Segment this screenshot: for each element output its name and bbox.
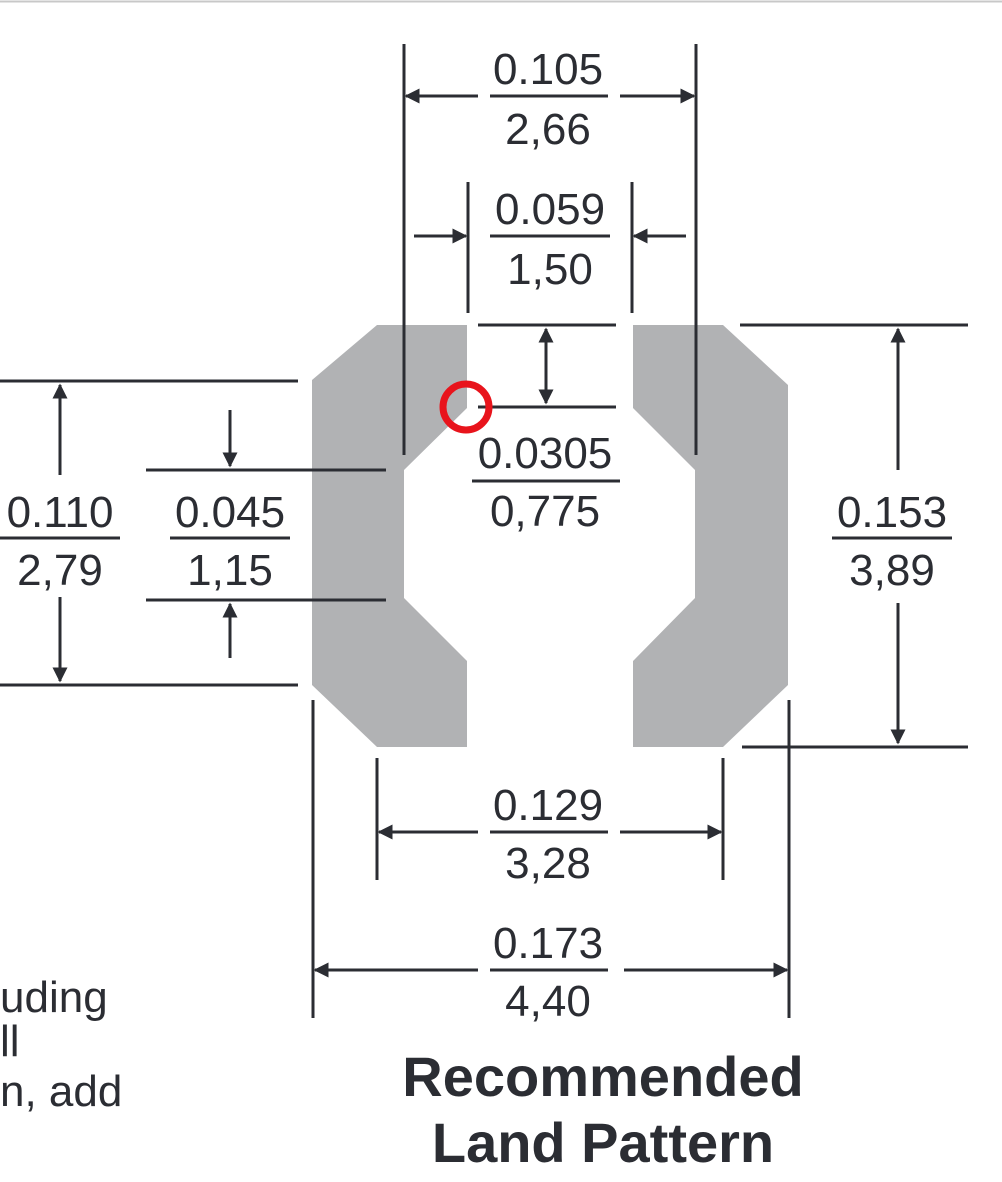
dim-0105-inch: 0.105 [493,45,603,94]
dim-0105-mm: 2,66 [505,105,591,154]
dim-0305: 0.0305 0,775 [472,323,620,536]
dim-0110-inch: 0.110 [7,488,114,537]
right-pad [633,325,788,747]
dim-0305-mm: 0,775 [490,487,600,536]
dim-0059: 0.059 1,50 [414,182,686,313]
dim-0129: 0.129 3,28 [375,758,725,888]
dim-0129-inch: 0.129 [493,781,603,830]
dim-0153-mm: 3,89 [849,546,935,595]
dim-0153-inch: 0.153 [837,488,947,537]
dim-0173-inch: 0.173 [493,919,603,968]
dim-0105: 0.105 2,66 [402,44,698,455]
dim-0059-inch: 0.059 [495,185,605,234]
side-text-3: n, add [0,1067,122,1116]
title-line-1: Recommended [402,1045,803,1108]
dim-0305-inch: 0.0305 [478,429,613,478]
dim-0173-mm: 4,40 [505,977,591,1026]
highlight-marker [439,380,493,434]
dim-0129-mm: 3,28 [505,839,591,888]
side-text-2: ll [0,1017,20,1066]
dim-0045-inch: 0.045 [175,488,285,537]
dim-0045-mm: 1,15 [187,546,273,595]
dim-0110-mm: 2,79 [17,546,103,595]
side-text-1: uding [0,973,108,1022]
left-pad [312,325,467,747]
dim-0110: 0.110 2,79 [0,379,298,687]
dim-0153: 0.153 3,89 [740,323,968,749]
dim-0045: 0.045 1,15 [146,410,386,658]
dim-0173: 0.173 4,40 [311,700,791,1026]
title-line-2: Land Pattern [432,1111,774,1174]
dim-0059-mm: 1,50 [507,245,593,294]
